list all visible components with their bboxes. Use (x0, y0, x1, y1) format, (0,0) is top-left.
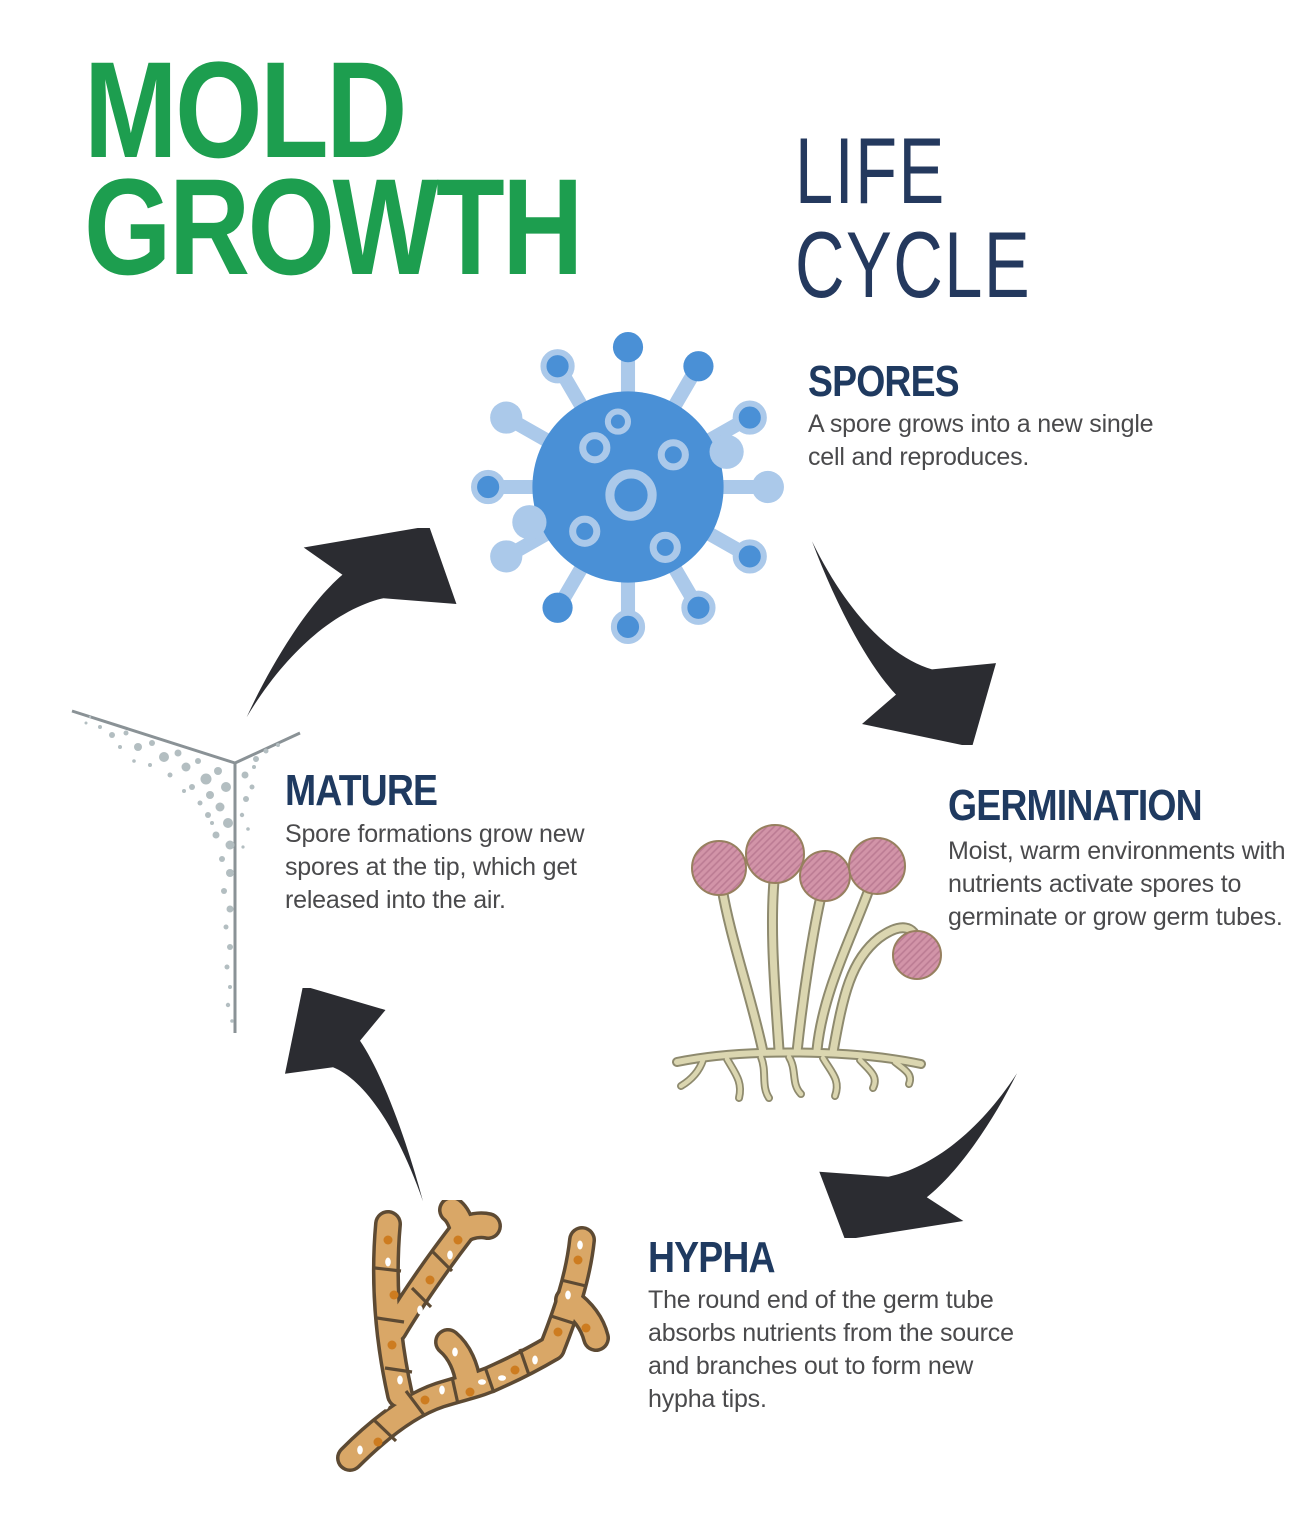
page-subtitle: LIFE CYCLE (795, 118, 1032, 317)
stage-description-germination: Moist, warm environments with nutrients … (948, 835, 1286, 934)
page-title-line2: GROWTH (84, 151, 583, 304)
cycle-arrow-spores-to-germination-icon (812, 541, 996, 745)
stage-description-mature: Spore formations grow new spores at the … (285, 818, 585, 917)
desc-line: nutrients activate spores to (948, 870, 1242, 898)
desc-line: spores at the tip, which get (285, 853, 577, 881)
stage-description-hypha: The round end of the germ tube absorbs n… (648, 1284, 1014, 1416)
desc-line: Moist, warm environments with (948, 837, 1286, 865)
desc-line: hypha tips. (648, 1385, 767, 1413)
desc-line: A spore grows into a new single (808, 410, 1154, 438)
page-title: MOLD GROWTH (84, 34, 583, 304)
desc-line: released into the air. (285, 886, 506, 914)
desc-line: Spore formations grow new (285, 820, 585, 848)
stage-heading-mature: MATURE (285, 766, 438, 815)
corner-mold-illustration-icon (71, 709, 301, 1033)
stage-heading-germination: GERMINATION (948, 781, 1203, 830)
desc-line: The round end of the germ tube (648, 1286, 994, 1314)
sporangia-illustration-icon (672, 824, 942, 1102)
stage-heading-hypha: HYPHA (648, 1233, 776, 1282)
desc-line: absorbs nutrients from the source (648, 1319, 1014, 1347)
cycle-arrow-hypha-to-mature-icon (285, 988, 423, 1202)
stage-heading-spores: SPORES (808, 357, 960, 406)
desc-line: cell and reproduces. (808, 443, 1030, 471)
page-title-line1: MOLD (84, 34, 407, 187)
desc-line: germinate or grow germ tubes. (948, 903, 1283, 931)
hypha-branch-illustration-icon (336, 1200, 610, 1472)
cycle-arrow-mature-to-spores-icon (246, 528, 457, 718)
stage-description-spores: A spore grows into a new single cell and… (808, 408, 1154, 474)
cycle-arrow-germination-to-hypha-icon (819, 1073, 1018, 1238)
spore-cell-illustration-icon (471, 332, 784, 644)
desc-line: and branches out to form new (648, 1352, 974, 1380)
